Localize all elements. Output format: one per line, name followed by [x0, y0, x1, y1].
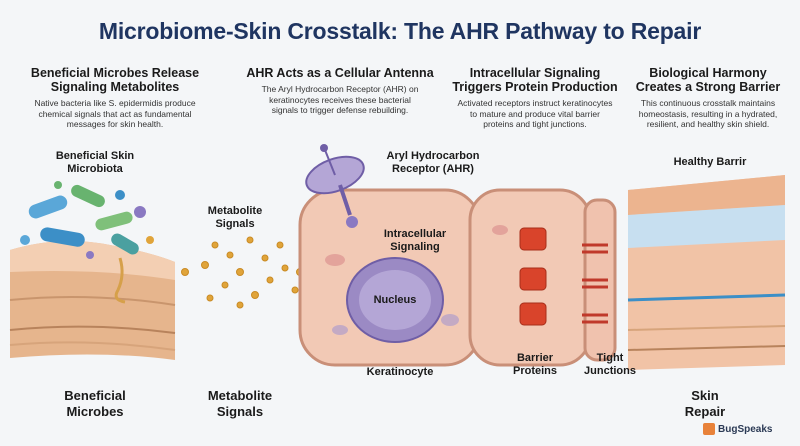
label-line: Receptor (AHR) — [392, 163, 474, 175]
heading-line: AHR Acts as a Cellular Antenna — [246, 66, 434, 80]
ahr-label: Aryl Hydrocarbon Receptor (AHR) — [368, 150, 498, 176]
nucleus-label: Nucleus — [373, 294, 417, 306]
label-line: Aryl Hydrocarbon — [386, 150, 480, 162]
page-title: Microbiome-Skin Crosstalk: The AHR Pathw… — [98, 18, 702, 44]
desc-line: signals to trigger defense rebuilding. — [271, 105, 409, 115]
desc-line: Native bacteria like S. epidermidis prod… — [34, 98, 196, 108]
column-signaling: Intracellular Signaling Triggers Protein… — [440, 66, 630, 130]
column-description: The Aryl Hydrocarbon Receptor (AHR) on k… — [240, 84, 440, 116]
heading-line: Triggers Protein Production — [452, 80, 618, 94]
column-description: Activated receptors instruct keratinocyt… — [440, 98, 630, 130]
bacteria-cluster — [20, 181, 154, 304]
column-heading: AHR Acts as a Cellular Antenna — [240, 66, 440, 80]
label-line: Microbiota — [67, 163, 123, 175]
desc-line: resilient, and healthy skin shield. — [646, 119, 770, 129]
nucleus — [346, 257, 444, 343]
desc-line: chemical signals that act as fundamental — [38, 108, 192, 119]
bottom-caption-signals: Metabolite Signals — [185, 388, 295, 420]
label-line: Barrier — [516, 352, 554, 364]
column-heading: Biological Harmony Creates a Strong Barr… — [618, 66, 798, 94]
column-heading: Intracellular Signaling Triggers Protein… — [440, 66, 630, 94]
tight-junctions-label: Tight Junctions — [575, 352, 645, 378]
caption-line: Beneficial — [64, 388, 126, 403]
column-ahr: AHR Acts as a Cellular Antenna The Aryl … — [240, 66, 440, 116]
brand-name: BugSpeaks — [718, 424, 773, 435]
ahr-receptor — [305, 144, 365, 228]
desc-line: messages for skin health. — [66, 119, 164, 129]
column-description: This continuous crosstalk maintains home… — [618, 98, 798, 130]
desc-line: This continuous crosstalk maintains — [640, 98, 776, 108]
heading-line: Beneficial Microbes Release — [30, 66, 200, 80]
desc-line: to mature and produce vital barrier — [470, 108, 600, 119]
column-heading: Beneficial Microbes Release Signaling Me… — [20, 66, 210, 94]
caption-line: Signals — [216, 404, 264, 419]
brand-logo-icon — [703, 423, 715, 435]
heading-line: Creates a Strong Barrier — [635, 80, 781, 94]
desc-line: proteins and tight junctions. — [483, 119, 587, 129]
column-harmony: Biological Harmony Creates a Strong Barr… — [618, 66, 798, 130]
caption-line: Repair — [684, 404, 726, 419]
keratinocyte-label: Keratinocyte — [366, 366, 434, 378]
tight-junctions — [582, 243, 608, 324]
bottom-caption-microbes: Beneficial Microbes — [40, 388, 150, 420]
label-line: Tight — [596, 352, 624, 364]
metabolite-signals — [181, 236, 304, 309]
desc-line: The Aryl Hydrocarbon Receptor (AHR) on — [261, 84, 419, 94]
healthy-barrier-label: Healthy Barrir — [673, 156, 747, 168]
microbiota-label: Beneficial Skin Microbiota — [40, 150, 150, 176]
metabolite-label: Metabolite Signals — [195, 205, 275, 231]
label-line: Signals — [215, 218, 255, 230]
microbiota-skin-block — [9, 241, 176, 360]
healthy-skin-block — [627, 175, 786, 370]
label-line: Signaling — [390, 241, 440, 253]
column-microbes: Beneficial Microbes Release Signaling Me… — [20, 66, 210, 130]
caption-line: Metabolite — [207, 388, 273, 403]
intracellular-label: Intracellular Signaling — [370, 228, 460, 254]
heading-line: Intracellular Signaling — [469, 66, 601, 80]
desc-line: keratinocytes receives these bacterial — [269, 94, 411, 105]
label-line: Metabolite — [207, 205, 263, 217]
label-line: Intracellular — [383, 228, 447, 240]
heading-line: Biological Harmony — [649, 66, 767, 80]
caption-line: Skin — [691, 388, 719, 403]
barrier-proteins — [519, 227, 547, 326]
caption-line: Microbes — [66, 404, 124, 419]
bottom-caption-repair: Skin Repair — [655, 388, 755, 420]
heading-line: Signaling Metabolites — [50, 80, 180, 94]
column-description: Native bacteria like S. epidermidis prod… — [20, 98, 210, 130]
label-line: Junctions — [584, 365, 636, 377]
barrier-proteins-label: Barrier Proteins — [505, 352, 565, 378]
label-line: Proteins — [512, 365, 557, 377]
keratinocyte-cells — [298, 188, 617, 367]
desc-line: homeostasis, resulting in a hydrated, — [638, 108, 778, 119]
desc-line: Activated receptors instruct keratinocyt… — [457, 98, 613, 108]
label-line: Beneficial Skin — [55, 150, 135, 162]
